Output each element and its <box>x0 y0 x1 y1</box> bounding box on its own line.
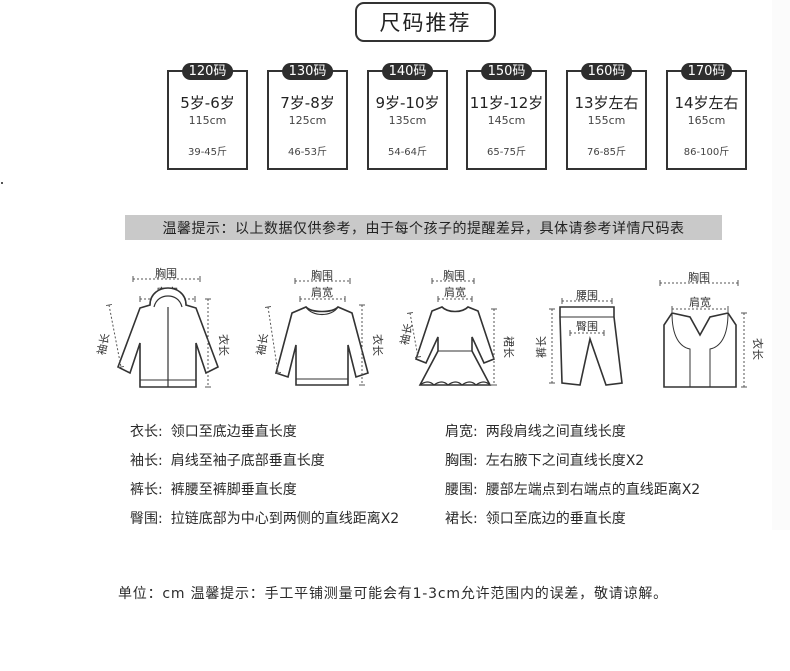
jacket-diagram: 胸围 肩宽 袖长 衣长 <box>94 266 231 388</box>
size-card-170: 170码 14岁左右 165cm 86-100斤 <box>666 63 747 170</box>
definition-row: 裤长: 裤腰至裤脚垂直长度 <box>130 479 297 499</box>
size-height: 125cm <box>288 114 327 127</box>
size-card-130: 130码 7岁-8岁 125cm 46-53斤 <box>267 63 348 170</box>
size-weight: 46-53斤 <box>287 147 328 158</box>
label-chest: 胸围 <box>688 270 710 284</box>
stray-dot <box>1 182 3 184</box>
definition-term: 袖长: <box>130 453 163 469</box>
definition-term: 裤长: <box>130 482 163 498</box>
definition-desc: 肩线至袖子底部垂直长度 <box>170 453 325 469</box>
label-length: 衣长 <box>371 334 385 356</box>
label-chest: 胸围 <box>155 266 177 280</box>
label-waist: 腰围 <box>576 289 598 302</box>
right-edge-shade <box>772 0 790 530</box>
footer-note: 单位：cm 温馨提示：手工平铺测量可能会有1-3cm允许范围内的误差，敬请谅解。 <box>118 586 668 602</box>
size-weight: 65-75斤 <box>486 147 527 158</box>
definition-row: 腰围: 腰部左端点到右端点的直线距离X2 <box>445 479 700 499</box>
definition-desc: 腰部左端点到右端点的直线距离X2 <box>485 482 701 498</box>
size-age: 7岁-8岁 <box>280 94 335 112</box>
page-title: 尺码推荐 <box>355 2 496 42</box>
definition-row: 肩宽: 两段肩线之间直线长度 <box>445 421 626 441</box>
label-chest: 胸围 <box>443 268 465 282</box>
definition-desc: 拉链底部为中心到两侧的直线距离X2 <box>170 511 400 527</box>
vest-diagram: 胸围 肩宽 衣长 <box>659 270 765 388</box>
size-age: 5岁-6岁 <box>180 94 235 112</box>
label-sleeve: 袖长 <box>397 322 415 346</box>
size-code-badge: 170码 <box>680 63 733 80</box>
definition-term: 胸围: <box>445 453 478 469</box>
size-age: 9岁-10岁 <box>375 94 440 112</box>
size-card-120: 120码 5岁-6岁 115cm 39-45斤 <box>167 63 248 170</box>
size-height: 145cm <box>487 114 526 127</box>
definition-row: 衣长: 领口至底边垂直长度 <box>130 421 297 441</box>
label-skirt: 裙长 <box>502 336 515 358</box>
dress-diagram: 胸围 肩宽 袖长 裙长 <box>397 268 515 386</box>
size-age: 11岁-12岁 <box>469 94 544 112</box>
size-card-160: 160码 13岁左右 155cm 76-85斤 <box>566 63 647 170</box>
size-age: 13岁左右 <box>574 94 639 112</box>
sweatshirt-diagram: 胸围 肩宽 袖长 衣长 <box>253 268 385 386</box>
label-hip: 臀围 <box>576 320 598 333</box>
size-height: 135cm <box>388 114 427 127</box>
label-length: 衣长 <box>751 338 765 360</box>
size-code-badge: 140码 <box>381 63 434 80</box>
label-shoulder: 肩宽 <box>444 285 466 299</box>
size-code-badge: 160码 <box>580 63 633 80</box>
definition-term: 臀围: <box>130 511 163 527</box>
size-age: 14岁左右 <box>674 94 739 112</box>
size-card-150: 150码 11岁-12岁 145cm 65-75斤 <box>466 63 547 170</box>
size-card-140: 140码 9岁-10岁 135cm 54-64斤 <box>367 63 448 170</box>
size-height: 155cm <box>587 114 626 127</box>
label-shoulder: 肩宽 <box>689 295 711 309</box>
definition-desc: 领口至底边的垂直长度 <box>485 511 626 527</box>
size-code-badge: 120码 <box>181 63 234 80</box>
label-sleeve: 袖长 <box>94 332 112 356</box>
label-length: 衣长 <box>217 334 231 356</box>
definition-desc: 裤腰至裤脚垂直长度 <box>170 482 297 498</box>
size-code-badge: 150码 <box>480 63 533 80</box>
definition-row: 袖长: 肩线至袖子底部垂直长度 <box>130 450 325 470</box>
definition-term: 衣长: <box>130 424 163 440</box>
label-pants: 裤长 <box>534 336 548 358</box>
definition-row: 臀围: 拉链底部为中心到两侧的直线距离X2 <box>130 508 399 528</box>
definition-row: 胸围: 左右腋下之间直线长度X2 <box>445 450 644 470</box>
pants-diagram: 腰围 臀围 裤长 <box>534 289 623 386</box>
definition-term: 肩宽: <box>445 424 478 440</box>
size-weight: 54-64斤 <box>387 147 428 158</box>
definition-row: 裙长: 领口至底边的垂直长度 <box>445 508 626 528</box>
size-height: 115cm <box>188 114 227 127</box>
size-weight: 76-85斤 <box>586 147 627 158</box>
definition-desc: 两段肩线之间直线长度 <box>485 424 626 440</box>
label-shoulder: 肩宽 <box>311 285 333 299</box>
label-chest: 胸围 <box>311 268 333 282</box>
definition-desc: 领口至底边垂直长度 <box>170 424 297 440</box>
notice-bar: 温馨提示：以上数据仅供参考，由于每个孩子的提醒差异，具体请参考详情尺码表 <box>125 215 722 240</box>
definition-desc: 左右腋下之间直线长度X2 <box>485 453 645 469</box>
size-weight: 39-45斤 <box>187 147 228 158</box>
definition-term: 裙长: <box>445 511 478 527</box>
garment-measurement-diagrams: 胸围 肩宽 袖长 衣长 胸围 肩宽 袖长 衣长 胸围 肩宽 袖长 <box>94 266 765 388</box>
size-code-badge: 130码 <box>281 63 334 80</box>
definition-term: 腰围: <box>445 482 478 498</box>
size-height: 165cm <box>687 114 726 127</box>
label-sleeve: 袖长 <box>253 332 271 356</box>
size-weight: 86-100斤 <box>683 147 730 158</box>
